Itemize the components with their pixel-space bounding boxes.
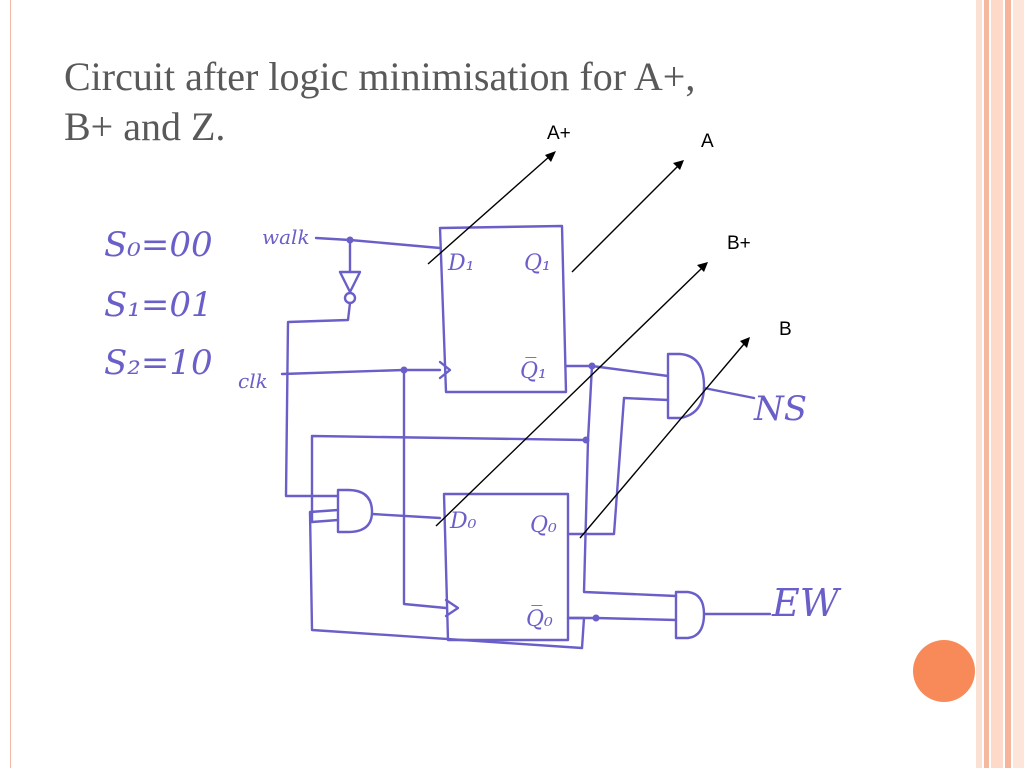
state-s2-label: S₂=10 <box>104 343 213 383</box>
clock-branch-wire <box>402 368 448 610</box>
title-line-2: B+ and Z. <box>64 104 226 149</box>
a-plus-arrow-line <box>427 155 551 265</box>
feedback-wire-top <box>310 434 588 524</box>
ns-output-wire <box>702 386 756 400</box>
q1-bar-label: Q̅₁ <box>520 357 547 384</box>
annotation-a-plus: A+ <box>547 123 571 144</box>
slide-title: Circuit after logic minimisation for A+,… <box>64 52 884 152</box>
ns-output-label: NS <box>753 389 807 429</box>
walk-wire <box>314 236 442 250</box>
and-gate-d0 <box>336 488 374 534</box>
b-arrow-line <box>579 343 745 539</box>
annotation-a: A <box>701 131 714 152</box>
q1bar-vertical-wire <box>582 364 678 598</box>
clk-input-label: clk <box>238 369 268 393</box>
inverter-symbol <box>338 270 362 294</box>
annotation-b-plus: B+ <box>727 233 751 254</box>
d1-label: D₁ <box>447 251 474 276</box>
title-line-1: Circuit after logic minimisation for A+, <box>64 54 696 99</box>
b-plus-arrowhead <box>697 262 708 272</box>
q0-label: Q₀ <box>530 513 557 538</box>
left-border-line <box>10 0 11 768</box>
inverter-output-wire <box>284 301 352 498</box>
q0-to-ns-wire <box>566 396 670 536</box>
b-arrowhead <box>740 337 750 348</box>
a-arrowhead <box>673 160 684 170</box>
state-s1-label: S₁=01 <box>104 285 213 325</box>
feedback-junction-dot <box>582 436 590 444</box>
inverter-bubble <box>343 291 357 305</box>
d0-label: D₀ <box>449 509 477 534</box>
flip-flop-1 <box>438 224 568 394</box>
a-plus-arrowhead <box>545 151 556 162</box>
q1-label: Q₁ <box>524 251 551 276</box>
and-gate-ew <box>674 590 706 640</box>
ew-output-label: EW <box>771 581 842 625</box>
walk-input-label: walk <box>262 225 310 249</box>
q1bar-output-wire <box>564 364 670 378</box>
flip-flop-0 <box>442 492 570 642</box>
ff1-clock-marker <box>438 360 452 380</box>
ff0-clock-marker <box>444 598 460 618</box>
and-gate-ns <box>666 352 706 420</box>
right-decorative-stripes <box>976 0 1024 768</box>
state-s0-label: S₀=00 <box>104 225 213 265</box>
a-arrow-line <box>571 165 679 273</box>
decorative-orange-circle <box>913 640 975 702</box>
and-gate-output-wire <box>370 512 442 520</box>
b-plus-arrow-line <box>435 267 703 527</box>
annotation-b: B <box>779 319 792 340</box>
clock-wire <box>280 368 442 376</box>
q0bar-junction-dot <box>592 614 600 622</box>
q0-bar-label: Q̅₀ <box>526 605 553 632</box>
